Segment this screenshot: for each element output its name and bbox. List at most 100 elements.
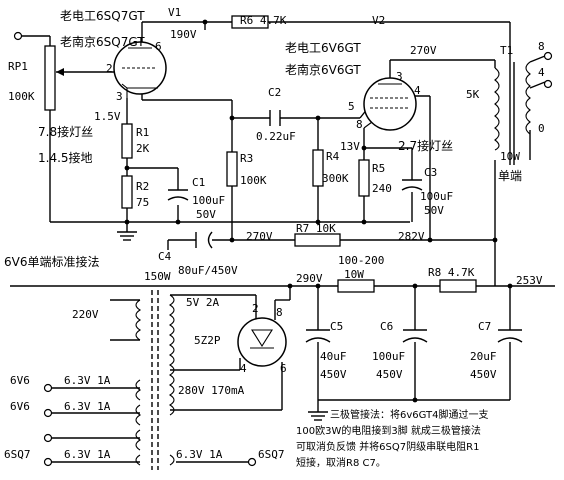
c4-value: 80uF/450V <box>178 264 238 277</box>
v2-pin3: 3 <box>396 70 403 83</box>
c6-value-a: 100uF <box>372 350 405 363</box>
c4-capacitor-icon <box>195 231 213 249</box>
triode-note-line-2: 100欧3W的电阻接到3脚 就成三极管接法 <box>296 424 481 437</box>
v2-pin4: 4 <box>414 84 421 97</box>
c7-label: C7 <box>478 320 491 333</box>
c1-capacitor-icon <box>167 189 189 201</box>
rect-pin4: 4 <box>240 362 247 375</box>
rect-pin6: 6 <box>280 362 287 375</box>
bus-270v: 270V <box>246 230 273 243</box>
t1-tap-8: 8 <box>538 40 545 53</box>
winding-2-value: 6.3V 1A <box>64 400 111 413</box>
v2-filament-note: 2.7接灯丝 <box>398 138 453 153</box>
c6-value-b: 450V <box>376 368 403 381</box>
v1-label: V1 <box>168 6 181 19</box>
triode-note-line-4: 短接，取消R8 C7。 <box>296 456 386 469</box>
r6-resistor-icon <box>231 15 269 29</box>
winding-4-name: 6SQ7 <box>258 448 285 461</box>
r5-resistor-icon <box>358 159 370 197</box>
r2-resistor-icon <box>121 175 133 209</box>
rectifier-name: 5Z2P <box>194 334 221 347</box>
c3-capacitor-icon <box>401 179 423 191</box>
bus-290v: 290V <box>296 272 323 285</box>
r3-label: R3 <box>240 152 253 165</box>
t1-rating: 10W <box>500 150 520 163</box>
v2-label: V2 <box>372 14 385 27</box>
bus-282v: 282V <box>398 230 425 243</box>
input-terminal-icon <box>13 31 23 41</box>
v1-filament-note: 7.8接灯丝 <box>38 124 93 139</box>
v1-name-b: 老南京6SQ7GT <box>60 34 145 49</box>
v2-pin8: 8 <box>356 118 363 131</box>
rp1-label: RP1 <box>8 60 28 73</box>
c4-label: C4 <box>158 250 172 263</box>
rectifier-heater-winding: 5V 2A <box>186 296 219 309</box>
winding-4-value: 6.3V 1A <box>176 448 223 461</box>
junction-dots <box>124 19 513 403</box>
c6-capacitor-icon <box>402 329 428 343</box>
v2-plate-voltage: 270V <box>410 44 437 57</box>
r1-label: R1 <box>136 126 149 139</box>
v1-pin3: 3 <box>116 90 123 103</box>
filament-terminals <box>43 383 257 467</box>
v1-pin2: 2 <box>106 62 113 75</box>
c3-value-b: 50V <box>424 204 444 217</box>
r6-label: R6 4.7K <box>240 14 287 27</box>
speaker-8ohm-terminal-icon <box>543 51 553 61</box>
speaker-4ohm-terminal-icon <box>543 79 553 89</box>
t1-tap-0: 0 <box>538 122 545 135</box>
r5-value: 240 <box>372 182 392 195</box>
c7-capacitor-icon <box>497 329 523 343</box>
t1-output-transformer-icon <box>494 61 531 165</box>
c5-capacitor-icon <box>305 329 331 343</box>
c7-value-a: 20uF <box>470 350 497 363</box>
series-resistor-icon <box>337 279 375 293</box>
c1-value-a: 100uF <box>192 194 225 207</box>
c5-value-b: 450V <box>320 368 347 381</box>
t1-tap-4: 4 <box>538 66 545 79</box>
c5-value-a: 40uF <box>320 350 347 363</box>
rect-pin2: 2 <box>252 302 259 315</box>
winding-2-name: 6V6 <box>10 400 30 413</box>
v1-cathode-voltage: 1.5V <box>94 110 121 123</box>
winding-1-value: 6.3V 1A <box>64 374 111 387</box>
c2-label: C2 <box>268 86 281 99</box>
mains-voltage: 220V <box>72 308 99 321</box>
c1-label: C1 <box>192 176 205 189</box>
v1-name-a: 老电工6SQ7GT <box>60 9 145 23</box>
v1-tube-icon <box>113 41 167 98</box>
rectifier-5z2p-icon <box>237 317 287 367</box>
rp1-potentiometer-icon <box>44 45 64 111</box>
psu-title: 6V6单端标准接法 <box>4 254 99 269</box>
c2-value: 0.22uF <box>256 130 296 143</box>
winding-3-value: 6.3V 1A <box>64 448 111 461</box>
t1-primary-impedance: 5K <box>466 88 480 101</box>
r3-resistor-icon <box>226 151 238 187</box>
triode-note-line-1: 三极管接法：将6v6GT4脚通过一支 <box>330 408 489 421</box>
winding-3-name: 6SQ7 <box>4 448 31 461</box>
r3-value: 100K <box>240 174 267 187</box>
r8-label: R8 4.7K <box>428 266 475 279</box>
ground-icon <box>117 222 137 241</box>
c6-label: C6 <box>380 320 393 333</box>
c7-value-b: 450V <box>470 368 497 381</box>
hv-winding-rating: 280V 170mA <box>178 384 245 397</box>
triode-note-line-3: 可取消负反馈 并将6SQ7阴级串联电阻R1 <box>296 440 479 453</box>
r5-label: R5 <box>372 162 385 175</box>
v2-pin5: 5 <box>348 100 355 113</box>
v2-cathode-voltage: 13V <box>340 140 360 153</box>
v1-plate-voltage: 190V <box>170 28 197 41</box>
r1-value: 2K <box>136 142 150 155</box>
r7-resistor-icon <box>294 233 341 247</box>
c1-value-b: 50V <box>196 208 216 221</box>
v1-pin6: 6 <box>155 40 162 53</box>
r7-label: R7 10K <box>296 222 336 235</box>
v2-tube-icon <box>363 77 417 131</box>
rect-pin8: 8 <box>276 306 283 319</box>
c5-label: C5 <box>330 320 343 333</box>
power-transformer-icon <box>135 290 175 470</box>
r1-resistor-icon <box>121 123 133 159</box>
power-transformer-rating: 150W <box>144 270 171 283</box>
t1-type: 单端 <box>498 169 522 183</box>
